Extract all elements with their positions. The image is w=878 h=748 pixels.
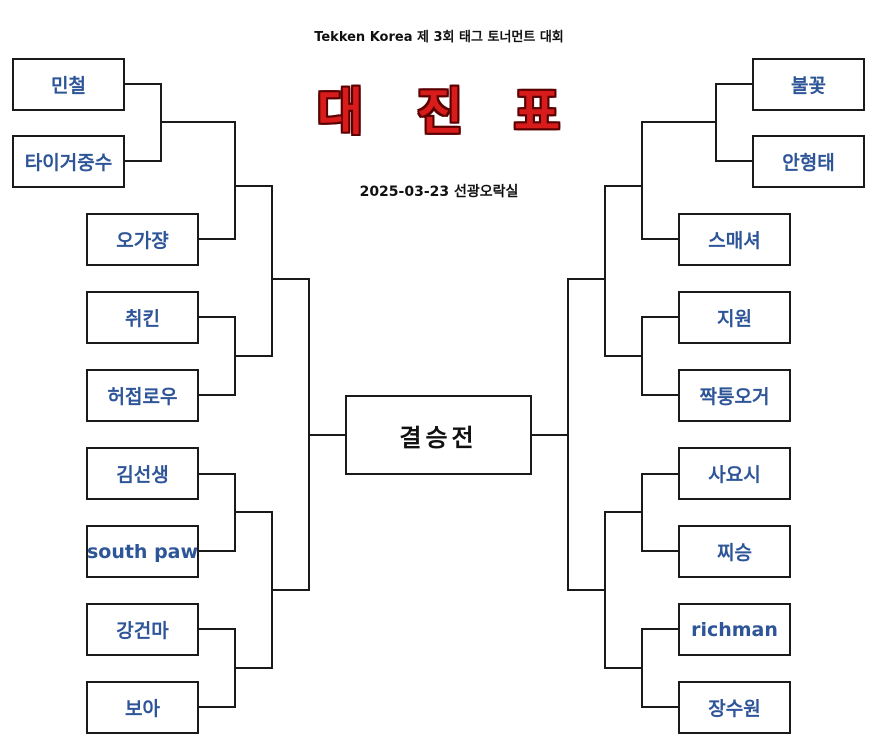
- final-match-box: 결승전: [345, 395, 532, 475]
- bracket-line: [198, 473, 236, 552]
- player-left-7: south paw: [86, 525, 199, 578]
- bracket-line: [198, 628, 236, 708]
- bracket-line: [198, 316, 236, 396]
- player-right-7: 찌승: [678, 525, 791, 578]
- bracket-line: [641, 628, 679, 708]
- bracket-line: [604, 185, 642, 357]
- bracket-line: [161, 121, 236, 240]
- bracket-line: [235, 511, 273, 669]
- player-left-2: 타이거중수: [12, 135, 125, 188]
- date-venue: 2025-03-23 선광오락실: [359, 184, 519, 200]
- player-left-9: 보아: [86, 681, 199, 734]
- player-right-6: 사요시: [678, 447, 791, 500]
- event-title: Tekken Korea 제 3회 태그 토너먼트 대회: [314, 30, 564, 45]
- player-right-9: 장수원: [678, 681, 791, 734]
- main-title-char-3: 표: [514, 83, 560, 141]
- bracket-line: [641, 473, 679, 552]
- player-left-8: 강건마: [86, 603, 199, 656]
- bracket-line: [124, 83, 162, 162]
- player-left-1: 민철: [12, 58, 125, 111]
- player-right-2: 안형태: [752, 135, 865, 188]
- player-left-3: 오가쟝: [86, 213, 199, 266]
- player-right-4: 지원: [678, 291, 791, 344]
- main-title-char-1: 대: [317, 83, 363, 141]
- player-left-4: 취킨: [86, 291, 199, 344]
- main-title-char-2: 진: [417, 83, 463, 141]
- bracket-line: [641, 316, 679, 396]
- player-right-8: richman: [678, 603, 791, 656]
- bracket-line: [715, 83, 753, 162]
- bracket-line: [604, 511, 642, 669]
- player-left-6: 김선생: [86, 447, 199, 500]
- player-right-5: 짝퉁오거: [678, 369, 791, 422]
- player-right-1: 불꽃: [752, 58, 865, 111]
- bracket-line: [272, 278, 310, 591]
- bracket-line: [567, 278, 605, 591]
- bracket-line: [641, 121, 716, 240]
- player-right-3: 스매셔: [678, 213, 791, 266]
- bracket-line: [235, 185, 273, 357]
- player-left-5: 허접로우: [86, 369, 199, 422]
